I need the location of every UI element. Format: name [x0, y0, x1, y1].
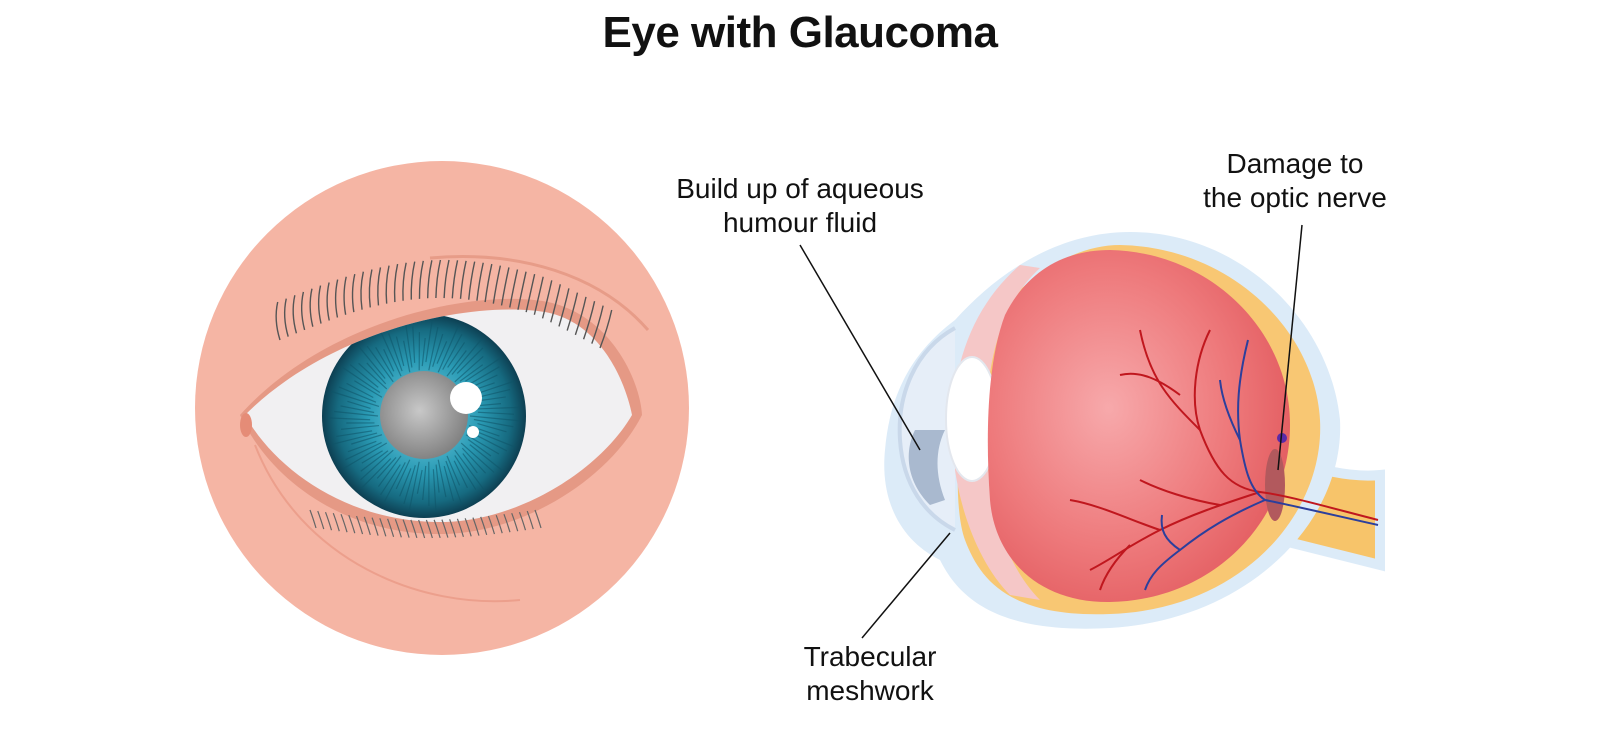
label-aqueous-humour: Build up of aqueous humour fluid	[650, 172, 950, 240]
arteries	[1069, 329, 1379, 591]
label-trabecular-meshwork: Trabecular meshwork	[790, 640, 950, 708]
veins	[1144, 339, 1379, 591]
label-optic-line2: the optic nerve	[1203, 182, 1387, 213]
label-optic-nerve-damage: Damage to the optic nerve	[1180, 147, 1410, 215]
iris-section	[908, 430, 945, 505]
label-trabecular-line2: meshwork	[806, 675, 934, 706]
label-optic-line1: Damage to	[1226, 148, 1364, 179]
eyelid-crease	[429, 255, 650, 331]
leader-optic	[1277, 224, 1303, 471]
retina	[987, 250, 1290, 603]
pupil	[380, 371, 468, 459]
lower-lid-line	[254, 444, 521, 603]
label-aqueous-line1: Build up of aqueous	[676, 173, 924, 204]
label-trabecular-line1: Trabecular	[803, 641, 937, 672]
label-aqueous-line2: humour fluid	[722, 207, 878, 238]
page-title: Eye with Glaucoma	[602, 8, 998, 57]
leader-trabecular	[861, 532, 951, 639]
leader-aqueous	[799, 244, 921, 451]
